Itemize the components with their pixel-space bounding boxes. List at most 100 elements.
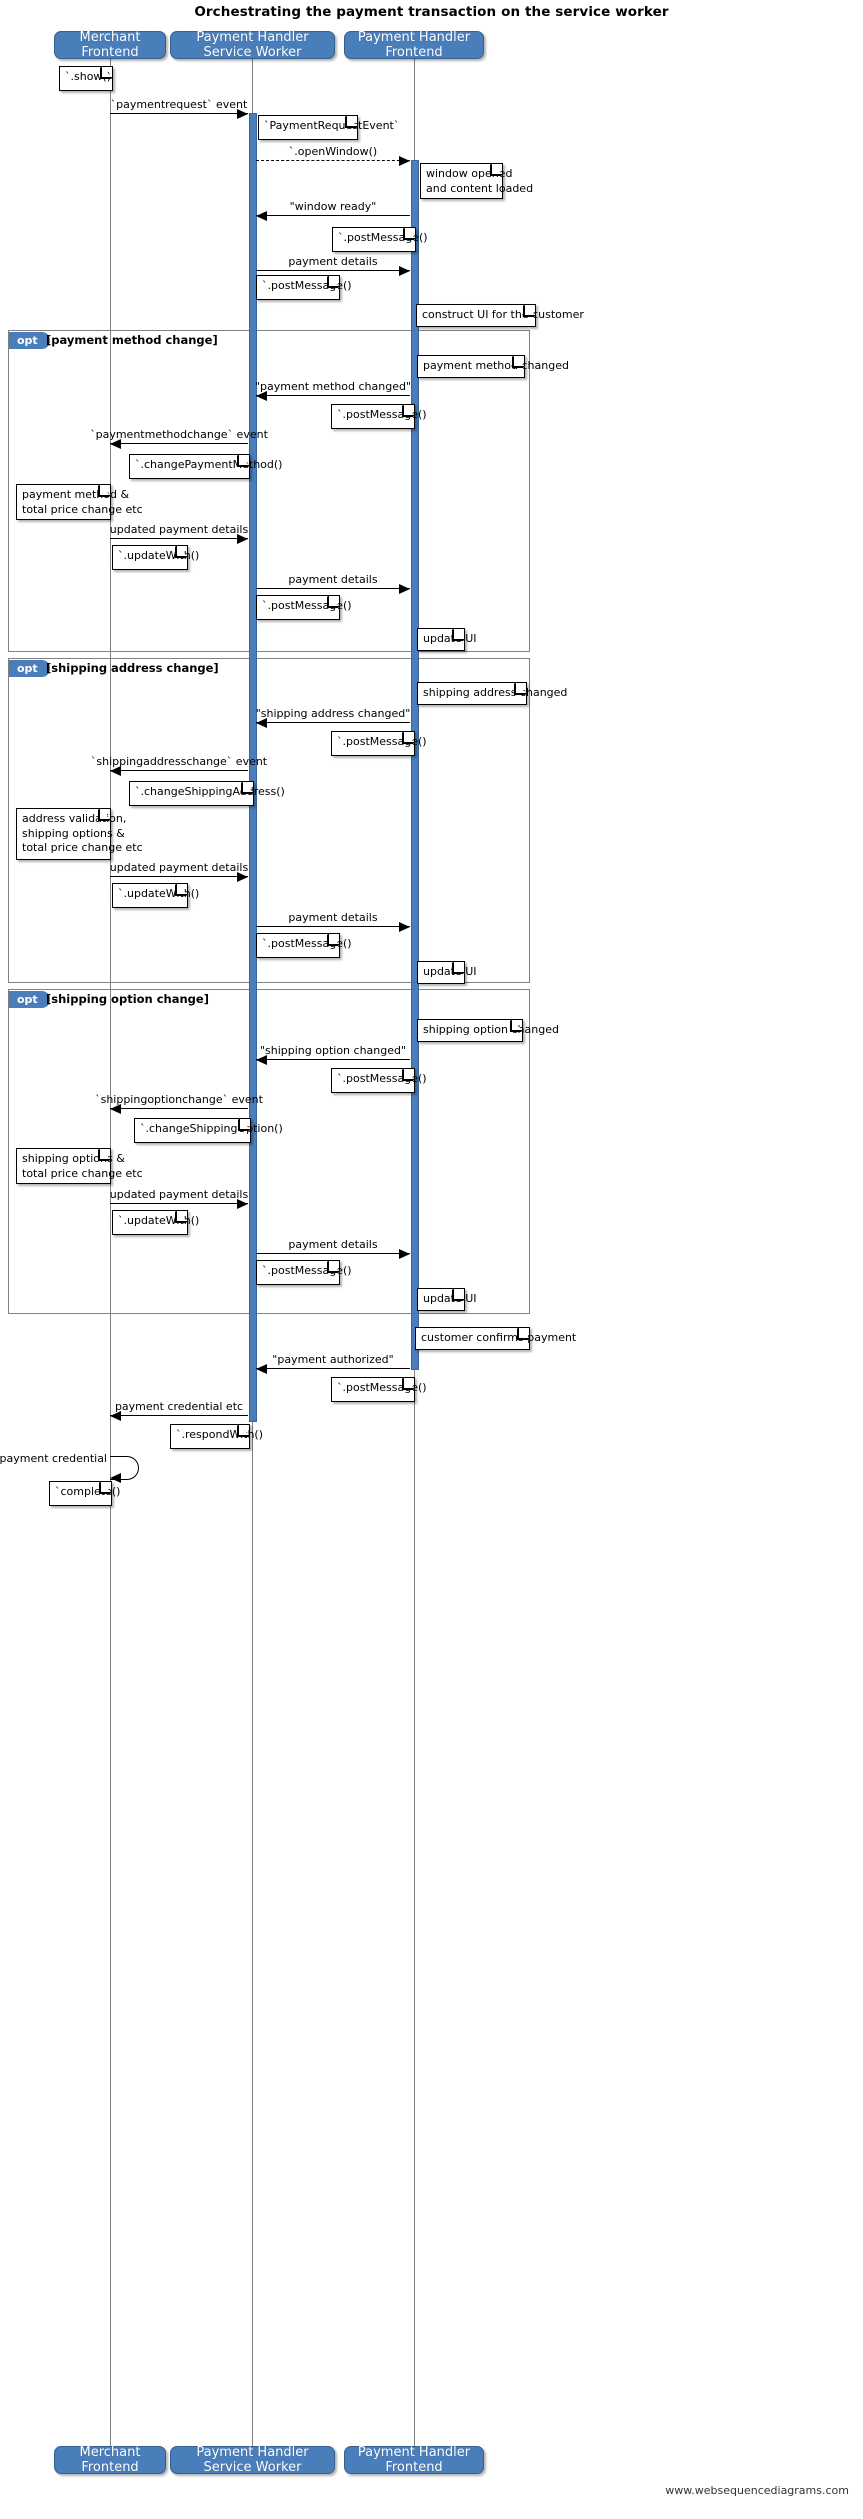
lifeline-merchant — [110, 59, 111, 2446]
message-label-1: `paymentrequest` event — [110, 98, 248, 111]
note-text: `.updateWith() — [118, 549, 200, 562]
note-5: `.postMessage() — [256, 275, 352, 300]
note-text: address validation, shipping options & t… — [22, 812, 143, 854]
note-11: `.updateWith() — [112, 545, 199, 570]
note-text: `complete() — [55, 1485, 121, 1498]
message-arrowhead-18 — [110, 1411, 121, 1421]
message-line-4 — [256, 270, 410, 271]
note-8: `.postMessage() — [331, 404, 427, 429]
note-text: payment method changed — [423, 359, 569, 372]
message-label-18: payment credential etc — [114, 1400, 244, 1413]
message-line-3 — [256, 215, 410, 216]
note-text: `.changeShippingOption() — [140, 1122, 283, 1135]
note-text: `.postMessage() — [262, 599, 352, 612]
self-message-label: validate payment credential — [0, 1452, 107, 1465]
note-text: customer confirms payment — [421, 1331, 577, 1344]
note-text: `.changeShippingAddress() — [135, 785, 285, 798]
note-text: `.show() — [65, 70, 112, 83]
message-label-2: `.openWindow() — [288, 145, 378, 158]
message-arrowhead-6 — [110, 439, 121, 449]
note-text: `.updateWith() — [118, 1214, 200, 1227]
participant-label: Payment Handler Service Worker — [196, 2445, 309, 2475]
participant-label: Payment Handler Service Worker — [196, 30, 309, 60]
fragment-condition-2: [shipping address change] — [46, 661, 219, 675]
message-line-8 — [256, 588, 410, 589]
message-line-6 — [110, 443, 248, 444]
note-text: `.postMessage() — [337, 735, 427, 748]
fragment-opt-3 — [8, 989, 530, 1314]
note-16: `.changeShippingAddress() — [129, 781, 285, 806]
message-label-15: updated payment details — [109, 1188, 249, 1201]
note-4: `.postMessage() — [332, 227, 428, 252]
activation-bar-sw — [249, 113, 257, 1422]
message-line-10 — [110, 770, 248, 771]
note-1: `.show() — [59, 66, 113, 91]
message-arrowhead-16 — [399, 1249, 410, 1259]
note-26: `.postMessage() — [256, 1260, 352, 1285]
note-28: customer confirms payment — [415, 1327, 576, 1350]
message-label-17: "payment authorized" — [272, 1353, 394, 1366]
note-text: `.postMessage() — [337, 1381, 427, 1394]
participant-label: Merchant Frontend — [79, 2445, 141, 2475]
note-text: update UI — [423, 965, 477, 978]
note-text: `.postMessage() — [262, 937, 352, 950]
message-line-11 — [110, 876, 248, 877]
fragment-kind-label-1: opt — [9, 332, 50, 349]
self-message-arrowhead — [110, 1473, 121, 1483]
participant-label: Payment Handler Frontend — [357, 30, 471, 60]
note-2: `PaymentRequestEvent` — [258, 115, 399, 140]
note-30: `.respondWith() — [170, 1424, 263, 1449]
message-line-13 — [256, 1059, 410, 1060]
note-29: `.postMessage() — [331, 1377, 427, 1402]
note-12: `.postMessage() — [256, 595, 352, 620]
message-arrowhead-11 — [237, 872, 248, 882]
page-title: Orchestrating the payment transaction on… — [194, 4, 669, 20]
note-text: window opened and content loaded — [426, 167, 534, 195]
message-arrowhead-5 — [256, 391, 267, 401]
participant-sw-bottom[interactable]: Payment Handler Service Worker — [170, 2445, 335, 2475]
fragment-condition-1: [payment method change] — [46, 333, 218, 347]
note-13: update UI — [417, 628, 477, 651]
message-line-9 — [256, 722, 410, 723]
note-19: `.postMessage() — [256, 933, 352, 958]
participant-phf-bottom[interactable]: Payment Handler Frontend — [344, 2445, 484, 2475]
participant-merchant-top[interactable]: Merchant Frontend — [54, 30, 166, 60]
fragment-opt-2 — [8, 658, 530, 983]
note-text: `.postMessage() — [337, 1072, 427, 1085]
message-label-12: payment details — [288, 911, 378, 924]
message-label-9: "shipping address changed" — [255, 707, 411, 720]
participant-label: Payment Handler Frontend — [357, 2445, 471, 2475]
note-9: `.changePaymentMethod() — [129, 454, 282, 479]
note-text: shipping options & total price change et… — [22, 1152, 143, 1180]
self-message-loop — [110, 1456, 139, 1480]
fragment-kind-label-2: opt — [9, 660, 50, 677]
message-arrowhead-2 — [399, 156, 410, 166]
note-24: shipping options & total price change et… — [16, 1148, 143, 1184]
note-14: shipping address changed — [417, 682, 567, 705]
note-21: shipping option changed — [417, 1019, 559, 1042]
message-line-14 — [110, 1108, 248, 1109]
message-arrowhead-15 — [237, 1199, 248, 1209]
participant-merchant-bottom[interactable]: Merchant Frontend — [54, 2445, 166, 2475]
fragment-opt-1 — [8, 330, 530, 652]
message-label-5: "payment method changed" — [254, 380, 412, 393]
note-text: update UI — [423, 632, 477, 645]
message-line-15 — [110, 1203, 248, 1204]
fragment-kind-label-3: opt — [9, 991, 50, 1008]
note-text: construct UI for the customer — [422, 308, 584, 321]
footer-credit: www.websequencediagrams.com — [665, 2484, 849, 2497]
message-arrowhead-8 — [399, 584, 410, 594]
note-text: payment method & total price change etc — [22, 488, 143, 516]
message-line-17 — [256, 1368, 410, 1369]
note-6: construct UI for the customer — [416, 304, 584, 327]
note-18: `.updateWith() — [112, 883, 199, 908]
participant-phf-top[interactable]: Payment Handler Frontend — [344, 30, 484, 60]
note-10: payment method & total price change etc — [16, 484, 143, 520]
message-arrowhead-9 — [256, 718, 267, 728]
note-20: update UI — [417, 961, 477, 984]
note-text: `.changePaymentMethod() — [135, 458, 283, 471]
note-text: shipping address changed — [423, 686, 568, 699]
participant-sw-top[interactable]: Payment Handler Service Worker — [170, 30, 335, 60]
message-arrowhead-12 — [399, 922, 410, 932]
